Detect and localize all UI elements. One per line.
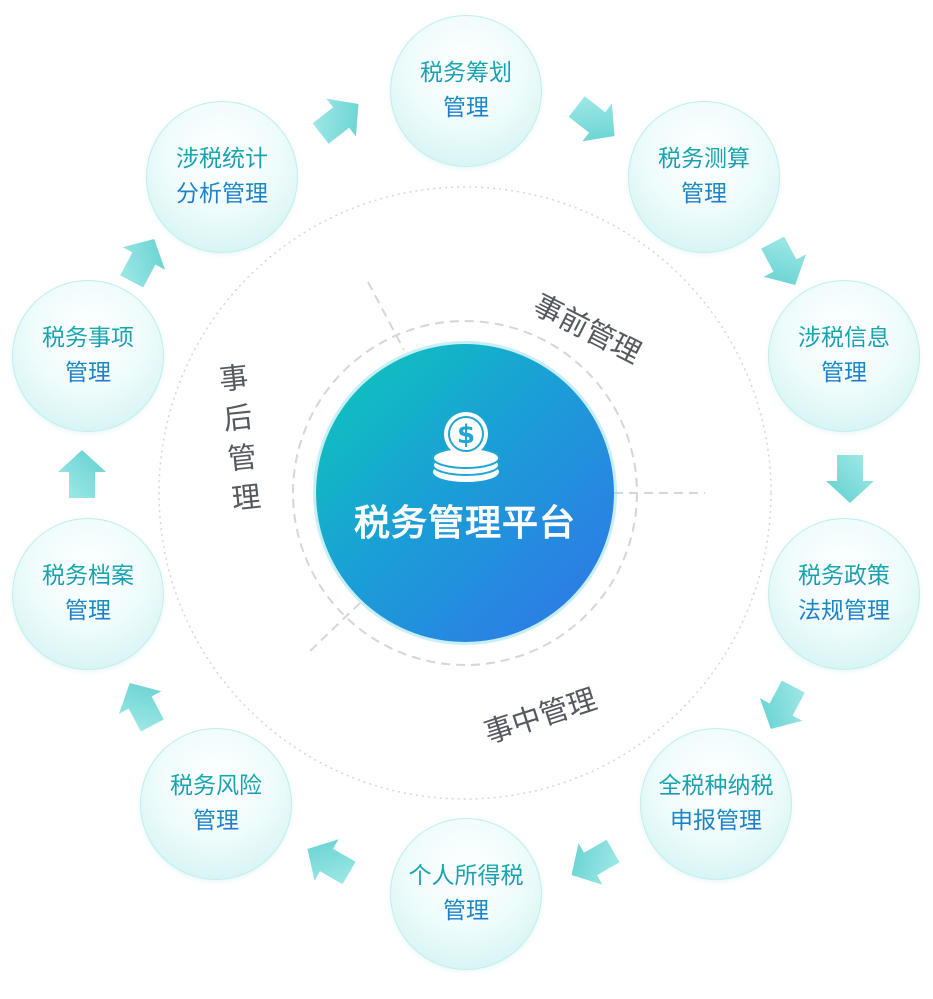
outer-dotted-ring: [158, 186, 772, 800]
module-label-line1: 涉税统计: [176, 146, 268, 172]
module-node-personal-income-tax[interactable]: 个人所得税管理: [390, 818, 542, 970]
module-label-line2: 管理: [443, 95, 489, 121]
module-label-line2: 管理: [443, 898, 489, 924]
flow-arrow-icon: [761, 236, 807, 285]
module-label-line1: 税务测算: [658, 146, 750, 172]
module-node-tax-planning[interactable]: 税务筹划管理: [390, 15, 542, 167]
platform-center-circle: $ 税务管理平台: [316, 344, 614, 642]
module-label-line1: 税务事项: [42, 325, 134, 351]
module-label-line2: 管理: [65, 598, 111, 624]
module-label-line1: 税务筹划: [420, 60, 512, 86]
module-node-tax-policy[interactable]: 税务政策法规管理: [768, 518, 920, 670]
platform-title: 税务管理平台: [353, 503, 576, 544]
module-label-line1: 涉税信息: [798, 325, 890, 351]
flow-arrow-icon: [826, 455, 874, 503]
module-node-tax-information[interactable]: 涉税信息管理: [768, 280, 920, 432]
module-node-tax-risk[interactable]: 税务风险管理: [140, 728, 292, 880]
module-label-line2: 管理: [65, 360, 111, 386]
flow-arrow-icon: [58, 450, 106, 498]
module-label-line2: 分析管理: [176, 181, 268, 207]
flow-arrow-icon: [118, 683, 164, 732]
divider-line-lower-left: [307, 602, 361, 654]
flow-arrow-icon: [759, 680, 805, 729]
flow-arrow-icon: [307, 839, 356, 885]
module-label-line2: 法规管理: [798, 598, 890, 624]
module-node-tax-statistics[interactable]: 涉税统计分析管理: [146, 101, 298, 253]
flow-arrow-icon: [120, 239, 166, 288]
flow-arrow-icon: [571, 839, 620, 885]
coin-stack-dollar-icon: $: [432, 412, 500, 482]
flow-arrow-icon: [568, 96, 615, 142]
svg-text:$: $: [457, 420, 475, 450]
module-label-line2: 管理: [821, 360, 867, 386]
module-label-line1: 税务档案: [42, 563, 134, 589]
module-label-line1: 全税种纳税: [658, 773, 774, 799]
module-label-line1: 税务政策: [798, 563, 890, 589]
module-label-line2: 申报管理: [670, 808, 762, 834]
divider-line-upper-left: [367, 281, 405, 351]
module-label-line2: 管理: [193, 808, 239, 834]
module-label-line1: 税务风险: [170, 773, 262, 799]
module-label-line2: 管理: [681, 181, 727, 207]
module-node-tax-declaration[interactable]: 全税种纳税申报管理: [640, 728, 792, 880]
flow-arrow-icon: [312, 98, 359, 144]
module-node-tax-archives[interactable]: 税务档案管理: [12, 518, 164, 670]
module-node-tax-matters[interactable]: 税务事项管理: [12, 280, 164, 432]
module-node-tax-calculation[interactable]: 税务测算管理: [628, 101, 780, 253]
module-label-line1: 个人所得税: [408, 863, 524, 889]
